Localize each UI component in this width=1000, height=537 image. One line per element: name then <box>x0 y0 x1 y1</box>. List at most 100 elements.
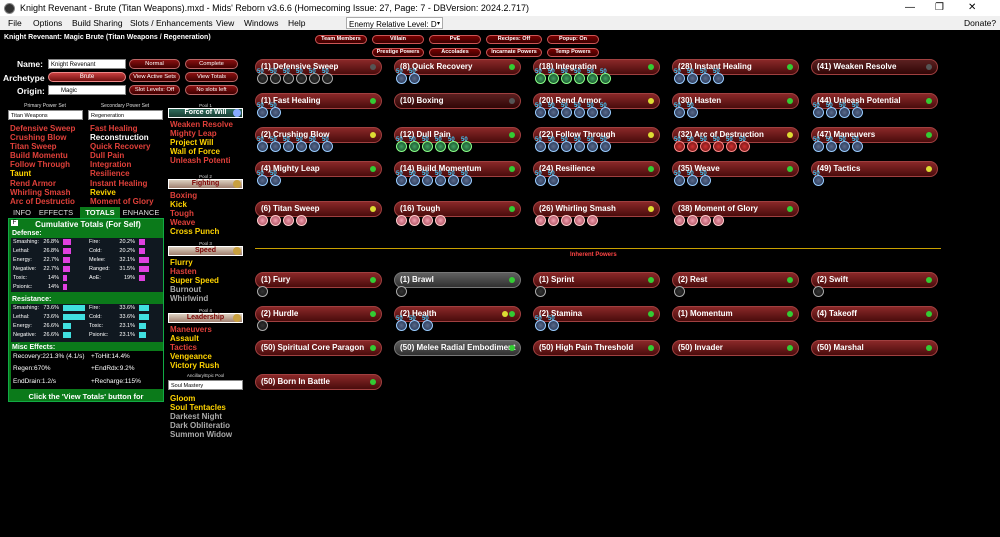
enhancement-slot-icon[interactable]: 50 <box>409 316 420 331</box>
enhancement-slot-icon[interactable]: 50 <box>296 137 307 152</box>
inherent-power-slot[interactable]: (2) Health <box>394 306 521 322</box>
power-slot[interactable]: (16) Tough <box>394 201 521 217</box>
enhancement-slot-icon[interactable]: 50 <box>700 137 711 152</box>
menu-windows[interactable]: Windows <box>244 18 279 28</box>
power-item[interactable]: Maneuvers <box>170 325 212 334</box>
inherent-power-slot[interactable]: (1) Momentum <box>672 306 799 322</box>
power-slot[interactable]: (41) Weaken Resolve <box>811 59 938 75</box>
enhancement-slot-icon[interactable]: 50 <box>574 137 585 152</box>
power-item[interactable]: Kick <box>170 200 187 210</box>
menu-view[interactable]: View <box>216 18 235 28</box>
top-button-popup-on[interactable]: Popup: On <box>547 35 599 44</box>
enhancement-slot-icon[interactable]: 50 <box>257 171 268 186</box>
enhancement-slot-icon[interactable] <box>396 286 407 297</box>
enhancement-slot-icon[interactable]: 50 <box>561 103 572 118</box>
enhancement-slot-icon[interactable]: 50 <box>548 171 559 186</box>
power-item[interactable]: Build Momentu <box>10 151 68 161</box>
enhancement-slot-icon[interactable]: 50 <box>587 137 598 152</box>
enhancement-slot-icon[interactable] <box>422 215 433 226</box>
enhancement-slot-icon[interactable]: 50 <box>448 171 459 186</box>
enhancement-slot-icon[interactable]: 50 <box>422 171 433 186</box>
enhancement-slot-icon[interactable] <box>674 215 685 226</box>
enhancement-slot-icon[interactable]: 50 <box>548 316 559 331</box>
power-item[interactable]: Rend Armor <box>10 178 56 188</box>
normal-button[interactable]: Normal <box>129 59 180 69</box>
menu-donate[interactable]: Donate? <box>964 18 997 28</box>
power-item[interactable]: Vengeance <box>170 352 212 362</box>
power-item[interactable]: Arc of Destructio <box>10 196 75 206</box>
enhancement-slot-icon[interactable]: 50 <box>826 103 837 118</box>
enhancement-slot-icon[interactable] <box>396 215 407 226</box>
enhancement-slot-icon[interactable] <box>813 286 824 297</box>
top-button-villain[interactable]: Villain <box>372 35 424 44</box>
enhancement-slot-icon[interactable]: 50 <box>674 137 685 152</box>
enhancement-slot-icon[interactable]: 50 <box>409 137 420 152</box>
enhancement-slot-icon[interactable]: 50 <box>852 137 863 152</box>
enhancement-slot-icon[interactable]: 50 <box>713 69 724 84</box>
enhancement-slot-icon[interactable]: 50 <box>687 171 698 186</box>
view-active-sets-button[interactable]: View Active Sets <box>129 72 180 82</box>
enhancement-slot-icon[interactable]: 50 <box>674 103 685 118</box>
enhancement-slot-icon[interactable] <box>257 215 268 226</box>
minimize-button[interactable]: — <box>905 2 915 13</box>
power-item[interactable]: Defensive Sweep <box>10 124 76 133</box>
top-button-team-members[interactable]: Team Members <box>315 35 367 44</box>
power-item[interactable]: Dark Obliteratio <box>170 421 231 431</box>
power-item[interactable]: Assault <box>170 334 199 344</box>
no-slots-left-button[interactable]: No slots left <box>185 85 238 95</box>
power-slot[interactable]: (38) Moment of Glory <box>672 201 799 217</box>
enhancement-slot-icon[interactable]: 50 <box>270 171 281 186</box>
enhancement-slot-icon[interactable]: 50 <box>409 69 420 84</box>
tab-effects[interactable]: EFFECTS <box>38 208 74 217</box>
power-slot[interactable]: (10) Boxing <box>394 93 521 109</box>
power-item[interactable]: Follow Through <box>10 160 70 170</box>
enhancement-slot-icon[interactable]: 50 <box>409 171 420 186</box>
enhancement-slot-icon[interactable]: 50 <box>309 69 320 84</box>
enhancement-slot-icon[interactable]: 50 <box>270 137 281 152</box>
enhancement-slot-icon[interactable]: 50 <box>852 103 863 118</box>
power-slot[interactable]: (44) Unleash Potential <box>811 93 938 109</box>
power-slot[interactable]: (1) Fast Healing <box>255 93 382 109</box>
power-item[interactable]: Quick Recovery <box>90 142 151 152</box>
enhancement-slot-icon[interactable]: 50 <box>535 103 546 118</box>
power-item[interactable]: Summon Widow <box>170 430 233 440</box>
enhancement-slot-icon[interactable]: 50 <box>687 137 698 152</box>
enhancement-slot-icon[interactable]: 50 <box>322 137 333 152</box>
view-totals-button[interactable]: View Totals <box>185 72 238 82</box>
power-item[interactable]: Titan Sweep <box>10 142 57 152</box>
top-button-accolades[interactable]: Accolades <box>429 48 481 57</box>
enhancement-slot-icon[interactable]: 50 <box>813 171 824 186</box>
power-item[interactable]: Unleash Potenti <box>170 156 231 166</box>
enhancement-slot-icon[interactable] <box>535 215 546 226</box>
power-item[interactable]: Fast Healing <box>90 124 138 133</box>
enhancement-slot-icon[interactable]: 50 <box>826 137 837 152</box>
power-item[interactable]: Super Speed <box>170 276 219 286</box>
enhancement-slot-icon[interactable]: 50 <box>561 69 572 84</box>
power-item[interactable]: Instant Healing <box>90 178 148 188</box>
enhancement-slot-icon[interactable]: 50 <box>257 69 268 84</box>
enhancement-slot-icon[interactable] <box>435 215 446 226</box>
ancillary-dropdown[interactable]: Soul Mastery <box>168 380 243 390</box>
inherent-power-slot[interactable]: (1) Brawl <box>394 272 521 288</box>
power-item[interactable]: Taunt <box>10 169 32 179</box>
enhancement-slot-icon[interactable] <box>674 286 685 297</box>
enhancement-slot-icon[interactable] <box>409 215 420 226</box>
enhancement-slot-icon[interactable]: 50 <box>548 137 559 152</box>
enhancement-slot-icon[interactable] <box>587 215 598 226</box>
power-item[interactable]: Tactics <box>170 343 197 353</box>
enhancement-slot-icon[interactable]: 50 <box>535 69 546 84</box>
enhancement-slot-icon[interactable] <box>283 215 294 226</box>
enhancement-slot-icon[interactable]: 50 <box>396 69 407 84</box>
inherent-power-slot[interactable]: (50) Invader <box>672 340 799 356</box>
power-slot[interactable]: (47) Maneuvers <box>811 127 938 143</box>
secondary-set-dropdown[interactable]: Regeneration <box>88 110 163 120</box>
power-item[interactable]: Hasten <box>170 267 197 277</box>
enhancement-slot-icon[interactable]: 50 <box>535 137 546 152</box>
enhancement-slot-icon[interactable]: 50 <box>713 137 724 152</box>
name-field[interactable]: Knight Revenant <box>48 59 126 69</box>
enhancement-slot-icon[interactable]: 50 <box>700 69 711 84</box>
tab-enhance[interactable]: ENHANCE <box>122 208 160 217</box>
top-button-pve[interactable]: PvE <box>429 35 481 44</box>
enhancement-slot-icon[interactable]: 50 <box>813 137 824 152</box>
enhancement-slot-icon[interactable] <box>535 286 546 297</box>
